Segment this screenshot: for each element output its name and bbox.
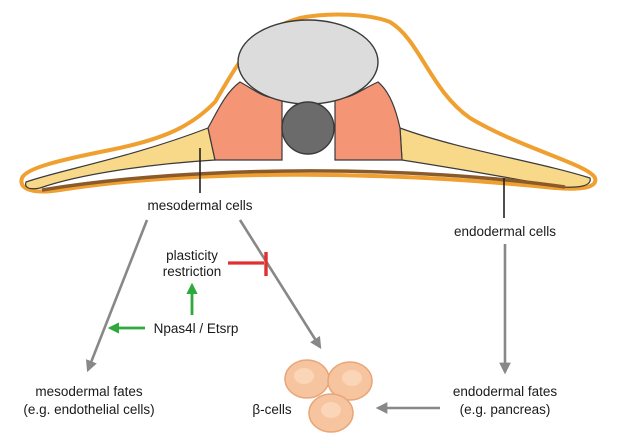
endodermal-fates-label-line1: endodermal fates	[453, 384, 558, 399]
npas4l-label: Npas4l / Etsrp	[154, 321, 239, 336]
plasticity-label-line1: plasticity	[166, 248, 218, 263]
mesodermal-fates-label-line2: (e.g. endothelial cells)	[23, 402, 154, 417]
mesodermal-fates-label-line1: mesodermal fates	[35, 384, 143, 399]
arrow-to-beta-cells-from-meso	[238, 219, 322, 349]
endodermal-cells-label: endodermal cells	[454, 224, 556, 239]
plasticity-label-line2: restriction	[163, 264, 222, 279]
neural-tube	[237, 19, 379, 105]
arrow-to-mesodermal-fates	[85, 219, 149, 373]
endoderm-base	[41, 169, 566, 192]
notochord	[281, 101, 335, 155]
right-yellow-tissue	[399, 127, 591, 188]
left-yellow-tissue	[25, 127, 216, 190]
beta-cells-label: β-cells	[252, 402, 292, 417]
beta-cell-cluster	[284, 359, 373, 433]
mesodermal-cells-label: mesodermal cells	[147, 198, 252, 213]
endodermal-fates-label-line2: (e.g. pancreas)	[460, 402, 551, 417]
